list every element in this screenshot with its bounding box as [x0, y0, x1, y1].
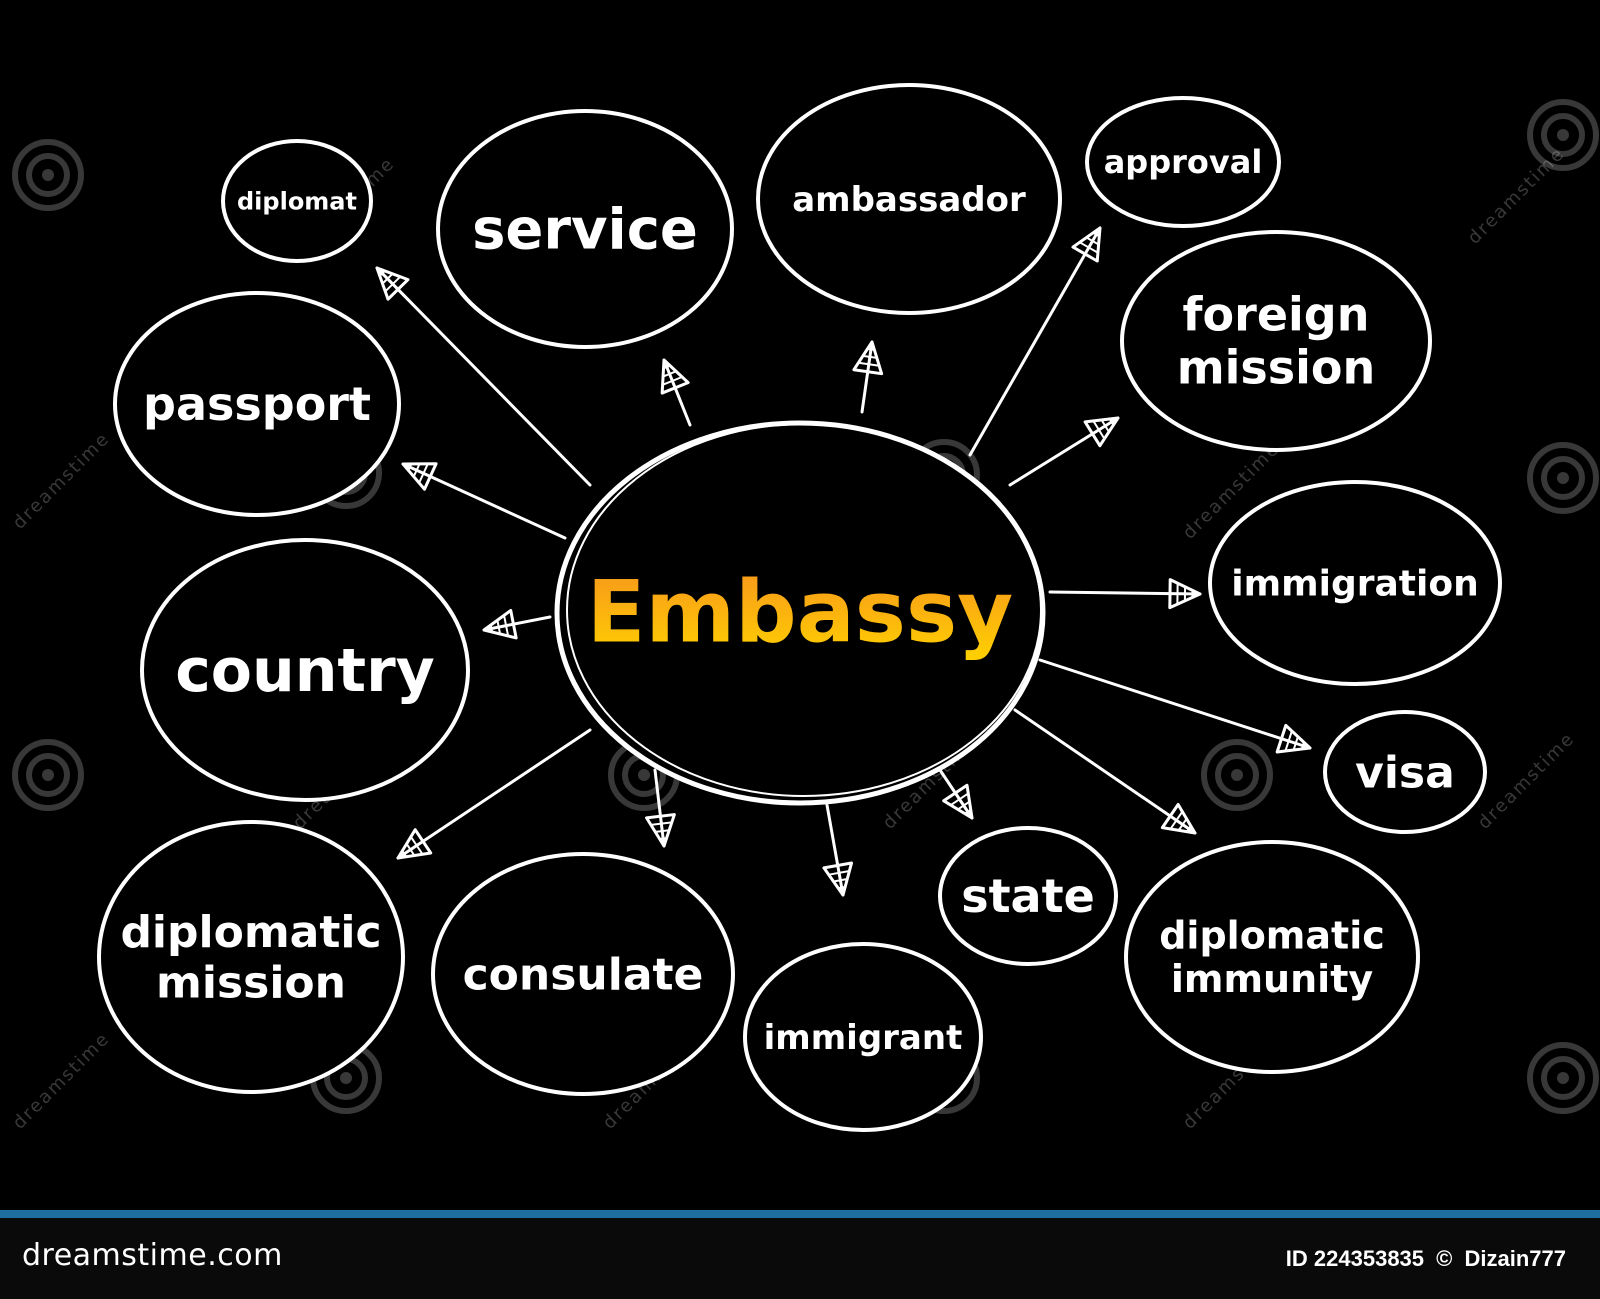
node-diplomat: diplomat: [221, 139, 373, 263]
footer-credit: ID 224353835 © Dizain777: [1286, 1246, 1572, 1272]
node-label: mission: [1177, 341, 1376, 395]
node-immigration: immigration: [1208, 480, 1502, 686]
node-country: country: [140, 538, 470, 802]
connector-arrow-ambassador: [852, 340, 884, 414]
footer-brand: dreamstime.com: [22, 1238, 283, 1273]
watermark-spiral-icon: [1527, 1042, 1599, 1114]
connector-arrow-immigrant: [822, 803, 854, 897]
node-label: visa: [1355, 747, 1455, 798]
node-label: diplomatic: [120, 907, 381, 958]
connector-layer: [375, 226, 1312, 897]
node-visa: visa: [1323, 710, 1487, 834]
node-state: state: [938, 826, 1118, 966]
node-label: immigrant: [764, 1018, 963, 1058]
node-label: country: [175, 636, 435, 706]
connector-arrow-country: [482, 608, 552, 640]
connector-arrow-diplomat: [375, 266, 592, 487]
footer-accent-bar: [0, 1210, 1600, 1218]
node-label: ambassador: [792, 180, 1026, 220]
watermark-text: dreamstime: [1464, 143, 1569, 248]
stock-footer: dreamstime.com ID 224353835 © Dizain777: [0, 1210, 1600, 1299]
image-id: ID 224353835: [1285, 1246, 1425, 1271]
node-label: diplomat: [237, 187, 357, 215]
center-bubble: [554, 420, 1046, 806]
node-label: immunity: [1171, 957, 1374, 1001]
center-bubble-sketch: [566, 423, 1042, 797]
node-label: immigration: [1231, 564, 1478, 605]
node-bubble: [743, 942, 983, 1132]
node-label: passport: [143, 377, 371, 431]
node-bubble: [756, 83, 1062, 315]
watermark-spiral-icon: [1201, 739, 1273, 811]
watermark-spiral-icon: [1527, 99, 1599, 171]
node-label: mission: [156, 958, 346, 1009]
copyright-symbol: ©: [1436, 1246, 1453, 1271]
watermark-text: dreamstime: [9, 1028, 114, 1133]
watermark-spiral-icon: [12, 139, 84, 211]
node-bubble: [97, 820, 405, 1094]
node-label: service: [472, 198, 698, 263]
node-bubble: [938, 826, 1118, 966]
node-bubble: [1323, 710, 1487, 834]
node-approval: approval: [1085, 96, 1281, 228]
watermark-spiral-icon: [1527, 442, 1599, 514]
node-bubble: [1120, 230, 1432, 452]
connector-arrow-foreign-mission: [1008, 416, 1120, 487]
node-bubble: [140, 538, 470, 802]
node-bubble: [1208, 480, 1502, 686]
watermark-text: dreamstime: [9, 428, 114, 533]
node-label: consulate: [463, 949, 704, 1000]
connector-arrow-service: [660, 358, 692, 427]
node-bubble: [221, 139, 373, 263]
mind-map: dreamstime dreamstime dreamstime dreamstime…: [9, 83, 1599, 1134]
center-label: Embassy: [587, 562, 1013, 662]
mind-map-svg: dreamstime dreamstime dreamstime dreamstime…: [9, 83, 1599, 1134]
node-bubble: [1124, 840, 1420, 1074]
node-service: service: [436, 109, 734, 349]
connector-arrow-immigration: [1048, 578, 1202, 610]
connector-arrow-state: [938, 768, 974, 820]
connector-arrow-diplomatic-immunity: [1013, 708, 1197, 835]
center-node: Embassy: [554, 420, 1046, 806]
node-layer: diplomat service ambassador approval foreign…: [97, 83, 1502, 1132]
node-label: approval: [1104, 143, 1263, 181]
node-ambassador: ambassador: [756, 83, 1062, 315]
watermark-spiral-icon: [12, 739, 84, 811]
connector-arrow-consulate: [645, 768, 676, 848]
connector-arrow-approval: [968, 226, 1102, 457]
node-bubble: [431, 852, 735, 1096]
author-name: Dizain777: [1464, 1246, 1567, 1271]
node-immigrant: immigrant: [743, 942, 983, 1132]
node-bubble: [1085, 96, 1281, 228]
node-label: diplomatic: [1159, 913, 1385, 957]
connector-arrow-diplomatic-mission: [396, 728, 592, 860]
watermark-text: dreamstime: [1474, 728, 1579, 833]
node-consulate: consulate: [431, 852, 735, 1096]
node-label: state: [961, 869, 1095, 923]
connector-arrow-passport: [401, 462, 567, 540]
node-bubble: [436, 109, 734, 349]
connector-arrow-visa: [1038, 658, 1312, 754]
node-label: foreign: [1183, 288, 1370, 342]
node-bubble: [113, 291, 401, 517]
node-passport: passport: [113, 291, 401, 517]
